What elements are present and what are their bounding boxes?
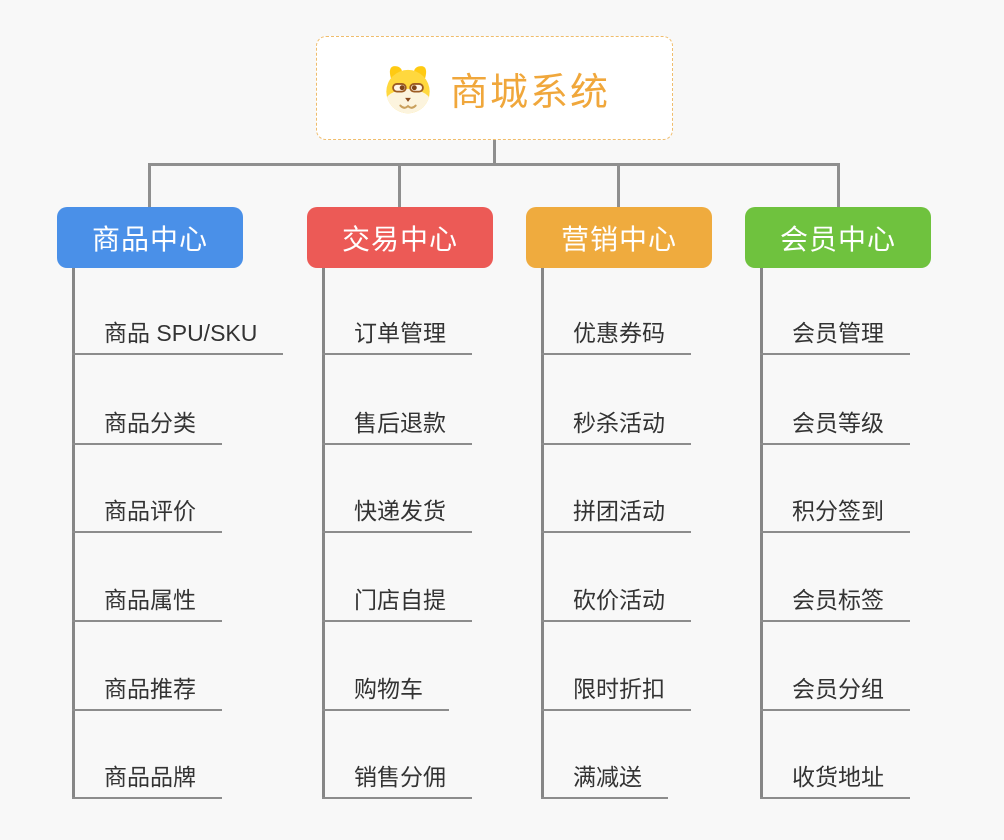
branch-label: 交易中心	[341, 223, 458, 255]
connector-root-drop	[493, 140, 496, 165]
leaf-node[interactable]: 限时折扣	[541, 667, 691, 711]
leaf-node[interactable]: 砍价活动	[541, 578, 691, 622]
connector-trunk	[72, 268, 75, 799]
leaf-node[interactable]: 积分签到	[760, 489, 910, 533]
leaf-node[interactable]: 商品分类	[72, 401, 222, 445]
root-title: 商城系统	[449, 71, 610, 114]
leaf-node[interactable]: 商品推荐	[72, 667, 222, 711]
leaf-node[interactable]: 门店自提	[322, 578, 472, 622]
dog-face-icon	[386, 66, 430, 114]
leaf-node[interactable]: 购物车	[322, 667, 449, 711]
branch-label: 商品中心	[91, 223, 208, 255]
leaf-node[interactable]: 秒杀活动	[541, 401, 691, 445]
leaf-node[interactable]: 会员标签	[760, 578, 910, 622]
branch-node-product-center[interactable]: 商品中心	[57, 207, 243, 268]
root-node[interactable]: 商城系统	[316, 36, 673, 140]
branch-label: 营销中心	[560, 223, 677, 255]
leaf-node[interactable]: 售后退款	[322, 401, 472, 445]
branch-node-trade-center[interactable]: 交易中心	[307, 207, 493, 268]
leaf-node[interactable]: 商品评价	[72, 489, 222, 533]
leaf-node[interactable]: 收货地址	[760, 755, 910, 799]
connector-drop	[398, 163, 401, 208]
connector-trunk	[760, 268, 763, 799]
leaf-node[interactable]: 会员分组	[760, 667, 910, 711]
branch-node-member-center[interactable]: 会员中心	[745, 207, 931, 268]
leaf-node[interactable]: 拼团活动	[541, 489, 691, 533]
branch-label: 会员中心	[779, 223, 896, 255]
leaf-node[interactable]: 商品属性	[72, 578, 222, 622]
leaf-node[interactable]: 会员等级	[760, 401, 910, 445]
connector-trunk	[541, 268, 544, 799]
branch-node-marketing-center[interactable]: 营销中心	[526, 207, 712, 268]
leaf-node[interactable]: 销售分佣	[322, 755, 472, 799]
leaf-node[interactable]: 会员管理	[760, 311, 910, 355]
leaf-node[interactable]: 商品品牌	[72, 755, 222, 799]
connector-bus	[148, 163, 840, 166]
connector-drop	[617, 163, 620, 208]
leaf-node[interactable]: 商品 SPU/SKU	[72, 311, 284, 355]
connector-trunk	[322, 268, 325, 799]
leaf-node[interactable]: 订单管理	[322, 311, 472, 355]
leaf-node[interactable]: 优惠券码	[541, 311, 691, 355]
leaf-node[interactable]: 满减送	[541, 755, 668, 799]
connector-drop	[148, 163, 151, 208]
connector-drop	[837, 163, 840, 208]
leaf-node[interactable]: 快递发货	[322, 489, 472, 533]
